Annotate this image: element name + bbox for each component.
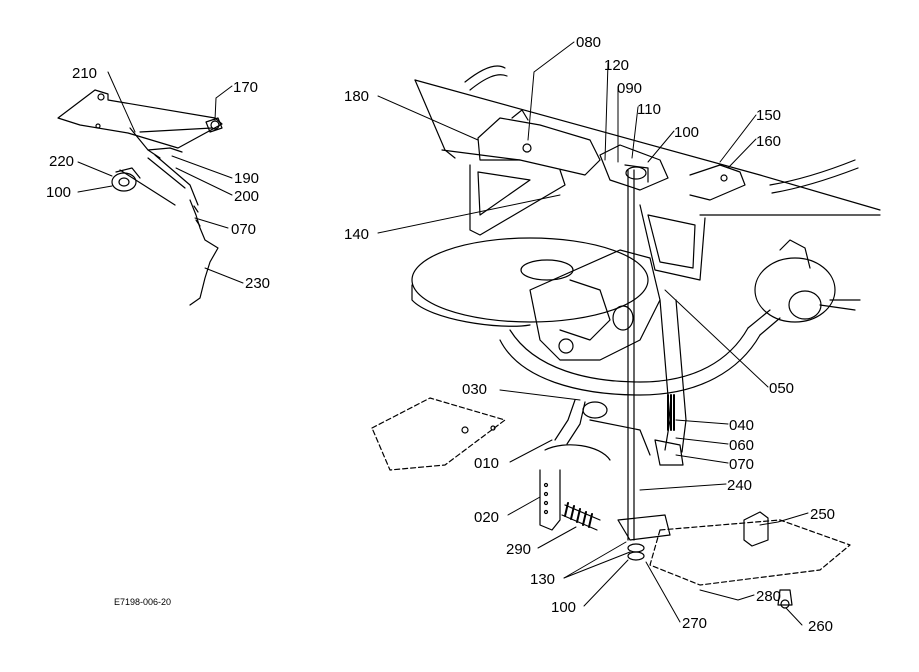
main-assembly xyxy=(371,65,881,609)
drawing-code: E7198-006-20 xyxy=(114,597,171,607)
callout-280: 280 xyxy=(756,588,781,605)
callout-130: 130 xyxy=(530,571,555,588)
callout-290: 290 xyxy=(506,541,531,558)
leader-lines xyxy=(77,41,809,626)
callout-230: 230 xyxy=(245,275,270,292)
left-linkage-assembly xyxy=(57,89,223,306)
callout-070-left: 070 xyxy=(231,221,256,238)
callout-240: 240 xyxy=(727,477,752,494)
callout-120: 120 xyxy=(604,57,629,74)
callout-040: 040 xyxy=(729,417,754,434)
callout-100-top: 100 xyxy=(674,124,699,141)
callout-050: 050 xyxy=(769,380,794,397)
callout-260: 260 xyxy=(808,618,833,635)
callout-140: 140 xyxy=(344,226,369,243)
callout-170: 170 xyxy=(233,79,258,96)
callout-150: 150 xyxy=(756,107,781,124)
callout-160: 160 xyxy=(756,133,781,150)
callout-200: 200 xyxy=(234,188,259,205)
callout-labels: 210 170 220 100 190 200 070 230 180 080 … xyxy=(46,34,835,635)
callout-220: 220 xyxy=(49,153,74,170)
callout-020: 020 xyxy=(474,509,499,526)
callout-250: 250 xyxy=(810,506,835,523)
callout-270: 270 xyxy=(682,615,707,632)
callout-110: 110 xyxy=(637,101,661,118)
callout-080: 080 xyxy=(576,34,601,51)
callout-090: 090 xyxy=(617,80,642,97)
callout-190: 190 xyxy=(234,170,259,187)
callout-030: 030 xyxy=(462,381,487,398)
callout-070-right: 070 xyxy=(729,456,754,473)
callout-060: 060 xyxy=(729,437,754,454)
callout-100-left: 100 xyxy=(46,184,71,201)
callout-210: 210 xyxy=(72,65,97,82)
callout-100-bottom: 100 xyxy=(551,599,576,616)
callout-010: 010 xyxy=(474,455,499,472)
callout-180: 180 xyxy=(344,88,369,105)
